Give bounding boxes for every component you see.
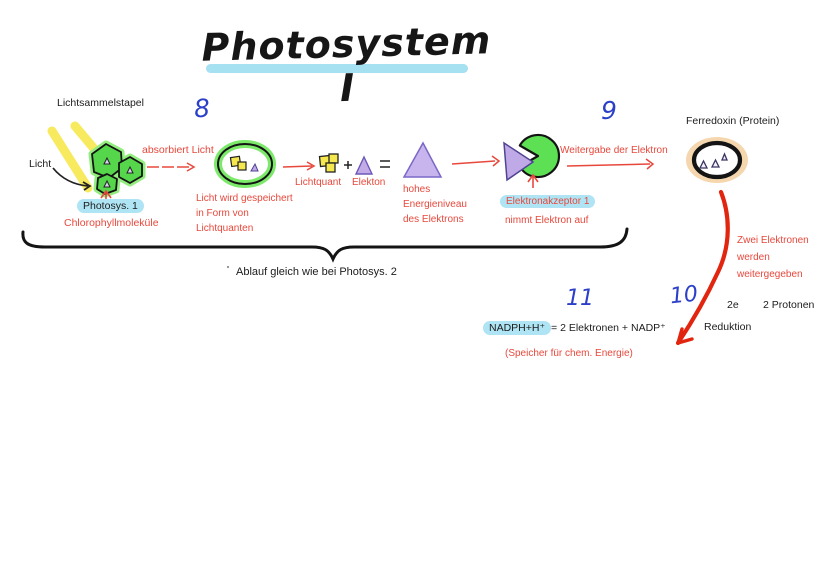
to-acceptor-arrow — [451, 155, 501, 167]
absorbiert-licht-label: absorbiert Licht — [142, 144, 214, 156]
equals-sign — [380, 160, 390, 168]
brace-caption: Ablauf gleich wie bei Photosys. 2 — [236, 266, 397, 278]
chlorophyll-label: Chlorophyllmoleküle — [64, 217, 159, 229]
plus-sign — [344, 161, 352, 169]
step-number-8: 8 — [193, 93, 211, 124]
step-number-10: 10 — [668, 281, 700, 310]
high-energy-triangle-icon — [402, 141, 443, 178]
weitergabe-arrow — [566, 158, 655, 170]
step-number-9: 9 — [601, 96, 617, 125]
nimmt-elektron-label: nimmt Elektron auf — [505, 215, 589, 226]
lichtquant-label: Lichtquant — [295, 177, 342, 188]
elektron-triangle-icon — [354, 155, 374, 175]
lichtsammelstapel-label: Lichtsammelstapel — [57, 97, 144, 109]
ferredoxin-oval-icon — [686, 137, 748, 183]
storage-note: Licht wird gespeichert in Form von Licht… — [196, 193, 293, 234]
storage-arrow — [282, 161, 316, 171]
transfer-note: Zwei Elektronen werden weitergegeben — [737, 235, 809, 280]
electrons-label: 2e — [727, 299, 739, 311]
reduktion-label: Reduktion — [704, 321, 752, 333]
stray-dot — [227, 266, 229, 268]
page-title: Photosystem I — [200, 18, 492, 111]
acceptor-up-arrow — [527, 173, 539, 188]
absorbiert-arrow — [147, 162, 196, 172]
speicher-note: (Speicher für chem. Energie) — [505, 348, 633, 359]
elekton-label: Elekton — [352, 177, 386, 188]
licht-label: Licht — [29, 158, 52, 170]
summary-brace — [21, 227, 629, 263]
photosys-pill: Photosys. 1 — [77, 199, 144, 213]
nadph-highlight: NADPH+H⁺ — [483, 321, 552, 335]
licht-arrow — [52, 167, 92, 191]
elektronakzeptor-pill: Elektronakzeptor 1 — [500, 195, 596, 208]
energy-note: hohes Energieniveau des Elektrons — [403, 184, 467, 225]
nadph-equation: NADPH+H⁺= 2 Elektronen + NADP⁺ — [483, 321, 666, 335]
lichtquant-squares-icon — [318, 153, 339, 173]
nadph-rest: = 2 Elektronen + NADP⁺ — [551, 322, 666, 334]
protons-label: 2 Protonen — [763, 299, 815, 311]
title-highlight — [206, 64, 468, 73]
acceptor-pacman-icon — [503, 133, 561, 182]
chlorophyll-hexagons-icon — [88, 140, 146, 198]
weitergabe-label: Weitergabe der Elektron — [560, 145, 668, 156]
electron-transfer-arrow — [675, 189, 730, 346]
ferredoxin-label: Ferredoxin (Protein) — [686, 115, 780, 127]
light-storage-circle-icon — [214, 140, 276, 188]
step-number-11: 11 — [566, 286, 594, 311]
